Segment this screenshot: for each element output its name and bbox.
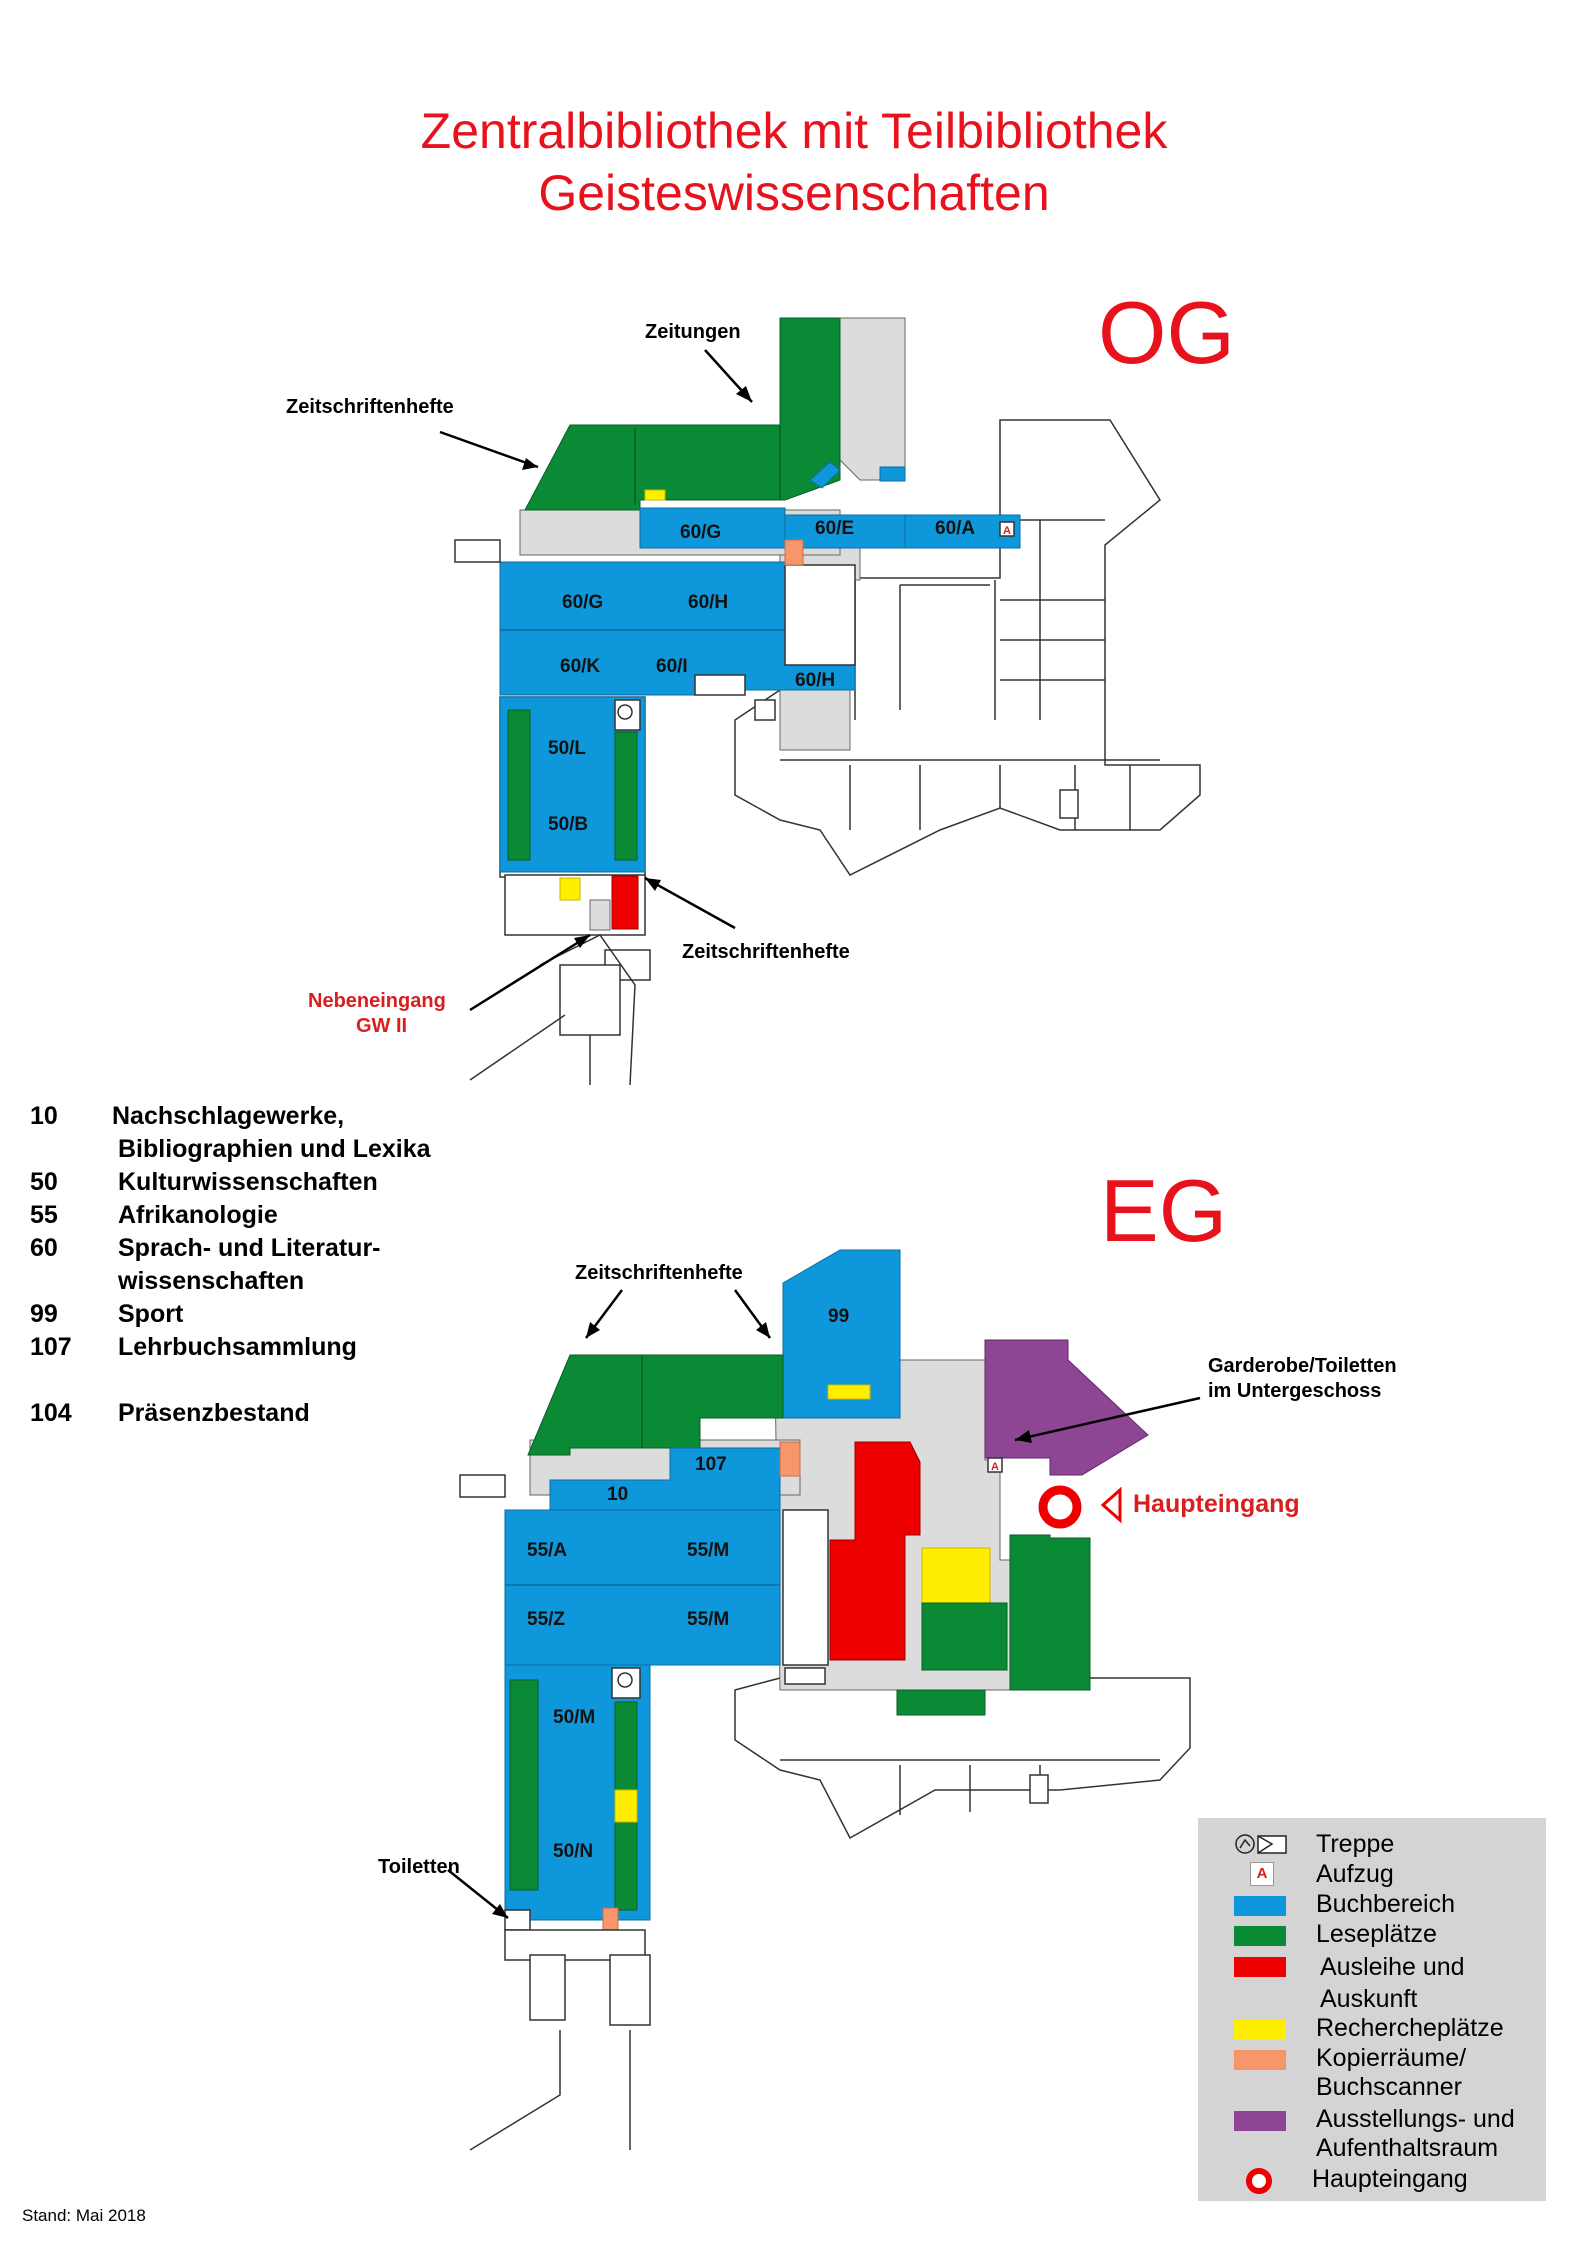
svg-text:A: A: [1003, 525, 1011, 537]
eg-room-label: 50/N: [553, 1841, 593, 1862]
eg-room-label: 10: [607, 1484, 628, 1505]
legend-row: Rechercheplätze: [1198, 2014, 1546, 2044]
main-entrance-icon: [1246, 2168, 1272, 2194]
label-toiletten: Toiletten: [378, 1856, 460, 1878]
legend-row: Leseplätze: [1198, 1920, 1546, 1950]
legend-row: Ausstellungs- und Aufenthaltsraum: [1198, 2105, 1546, 2163]
legend-row: Haupteingang: [1198, 2165, 1546, 2195]
legend-row: Ausleihe und Auskunft: [1198, 1951, 1546, 2013]
og-room-label: 50/B: [548, 814, 588, 835]
label-garderobe: Garderobe/Toiletten: [1208, 1355, 1397, 1377]
eg-room-label: 55/Z: [527, 1609, 565, 1630]
legend: Treppe A Aufzug Buchbereich Leseplätze A…: [1198, 1818, 1546, 2201]
label-zeitschriftenhefte-eg: Zeitschriftenhefte: [575, 1262, 743, 1284]
eg-floor-plan: A 99 107 10 55/A 55/M 55/Z 55/M 50/M 50/…: [447, 1249, 1201, 2151]
floor-label-og: OG: [1098, 283, 1235, 382]
eg-shelf-block-55: [504, 1509, 781, 1666]
og-east-wing: [734, 419, 1201, 876]
stairs-icon: [1235, 1834, 1287, 1854]
date-stamp: Stand: Mai 2018: [22, 2206, 146, 2225]
page-title-line1: Zentralbibliothek mit Teilbibliothek: [420, 103, 1168, 159]
eg-room-label: 55/M: [687, 1540, 729, 1561]
eg-reading-zeitschriften: [527, 1354, 784, 1456]
legend-row: Treppe: [1198, 1830, 1546, 1860]
og-reading-zeitschriften: [524, 317, 841, 511]
og-room-label: 60/H: [688, 592, 728, 613]
legend-row: Kopierräume/ Buchscanner: [1198, 2044, 1546, 2102]
floor-label-eg: EG: [1100, 1161, 1228, 1260]
og-room-label: 60/K: [560, 656, 600, 677]
og-room-label: 60/E: [815, 518, 854, 539]
og-room-label: 60/A: [935, 518, 975, 539]
svg-text:A: A: [991, 1461, 999, 1473]
eg-ausleihe-auskunft: [829, 1441, 921, 1661]
og-room-label: 60/G: [680, 522, 721, 543]
legend-row: A Aufzug: [1198, 1860, 1546, 1890]
label-untergeschoss: im Untergeschoss: [1208, 1380, 1382, 1402]
elevator-icon: A: [1250, 1862, 1274, 1886]
og-room-label: 60/G: [562, 592, 603, 613]
eg-room-label: 50/M: [553, 1707, 595, 1728]
label-haupteingang: Haupteingang: [1133, 1490, 1300, 1518]
og-shelf-60g-top: [639, 507, 786, 549]
label-zeitschriftenhefte-og-top: Zeitschriftenhefte: [286, 396, 454, 418]
eg-exhibition-area: [984, 1339, 1149, 1476]
og-room-label: 60/I: [656, 656, 688, 677]
label-zeitungen: Zeitungen: [645, 321, 741, 343]
page-title-line2: Geisteswissenschaften: [538, 165, 1050, 221]
eg-main-entrance-marker: [1038, 1485, 1082, 1529]
og-floor-plan: A 60/G 60/E 60/A 60/G 60/: [439, 317, 1201, 1086]
legend-row: Buchbereich: [1198, 1890, 1546, 1920]
og-room-label: 50/L: [548, 738, 586, 759]
label-zeitschriftenhefte-og-bottom: Zeitschriftenhefte: [682, 941, 850, 963]
main-entrance-arrow-icon: [1100, 1486, 1122, 1524]
label-nebeneingang: Nebeneingang: [308, 990, 446, 1012]
eg-room-label: 55/M: [687, 1609, 729, 1630]
eg-room-label: 107: [695, 1454, 727, 1475]
eg-room-label: 99: [828, 1306, 849, 1327]
og-room-label: 60/H: [795, 670, 835, 691]
og-shelf-60e: [784, 514, 906, 549]
label-gw-ii: GW II: [356, 1015, 408, 1037]
eg-room-label: 55/A: [527, 1540, 567, 1561]
